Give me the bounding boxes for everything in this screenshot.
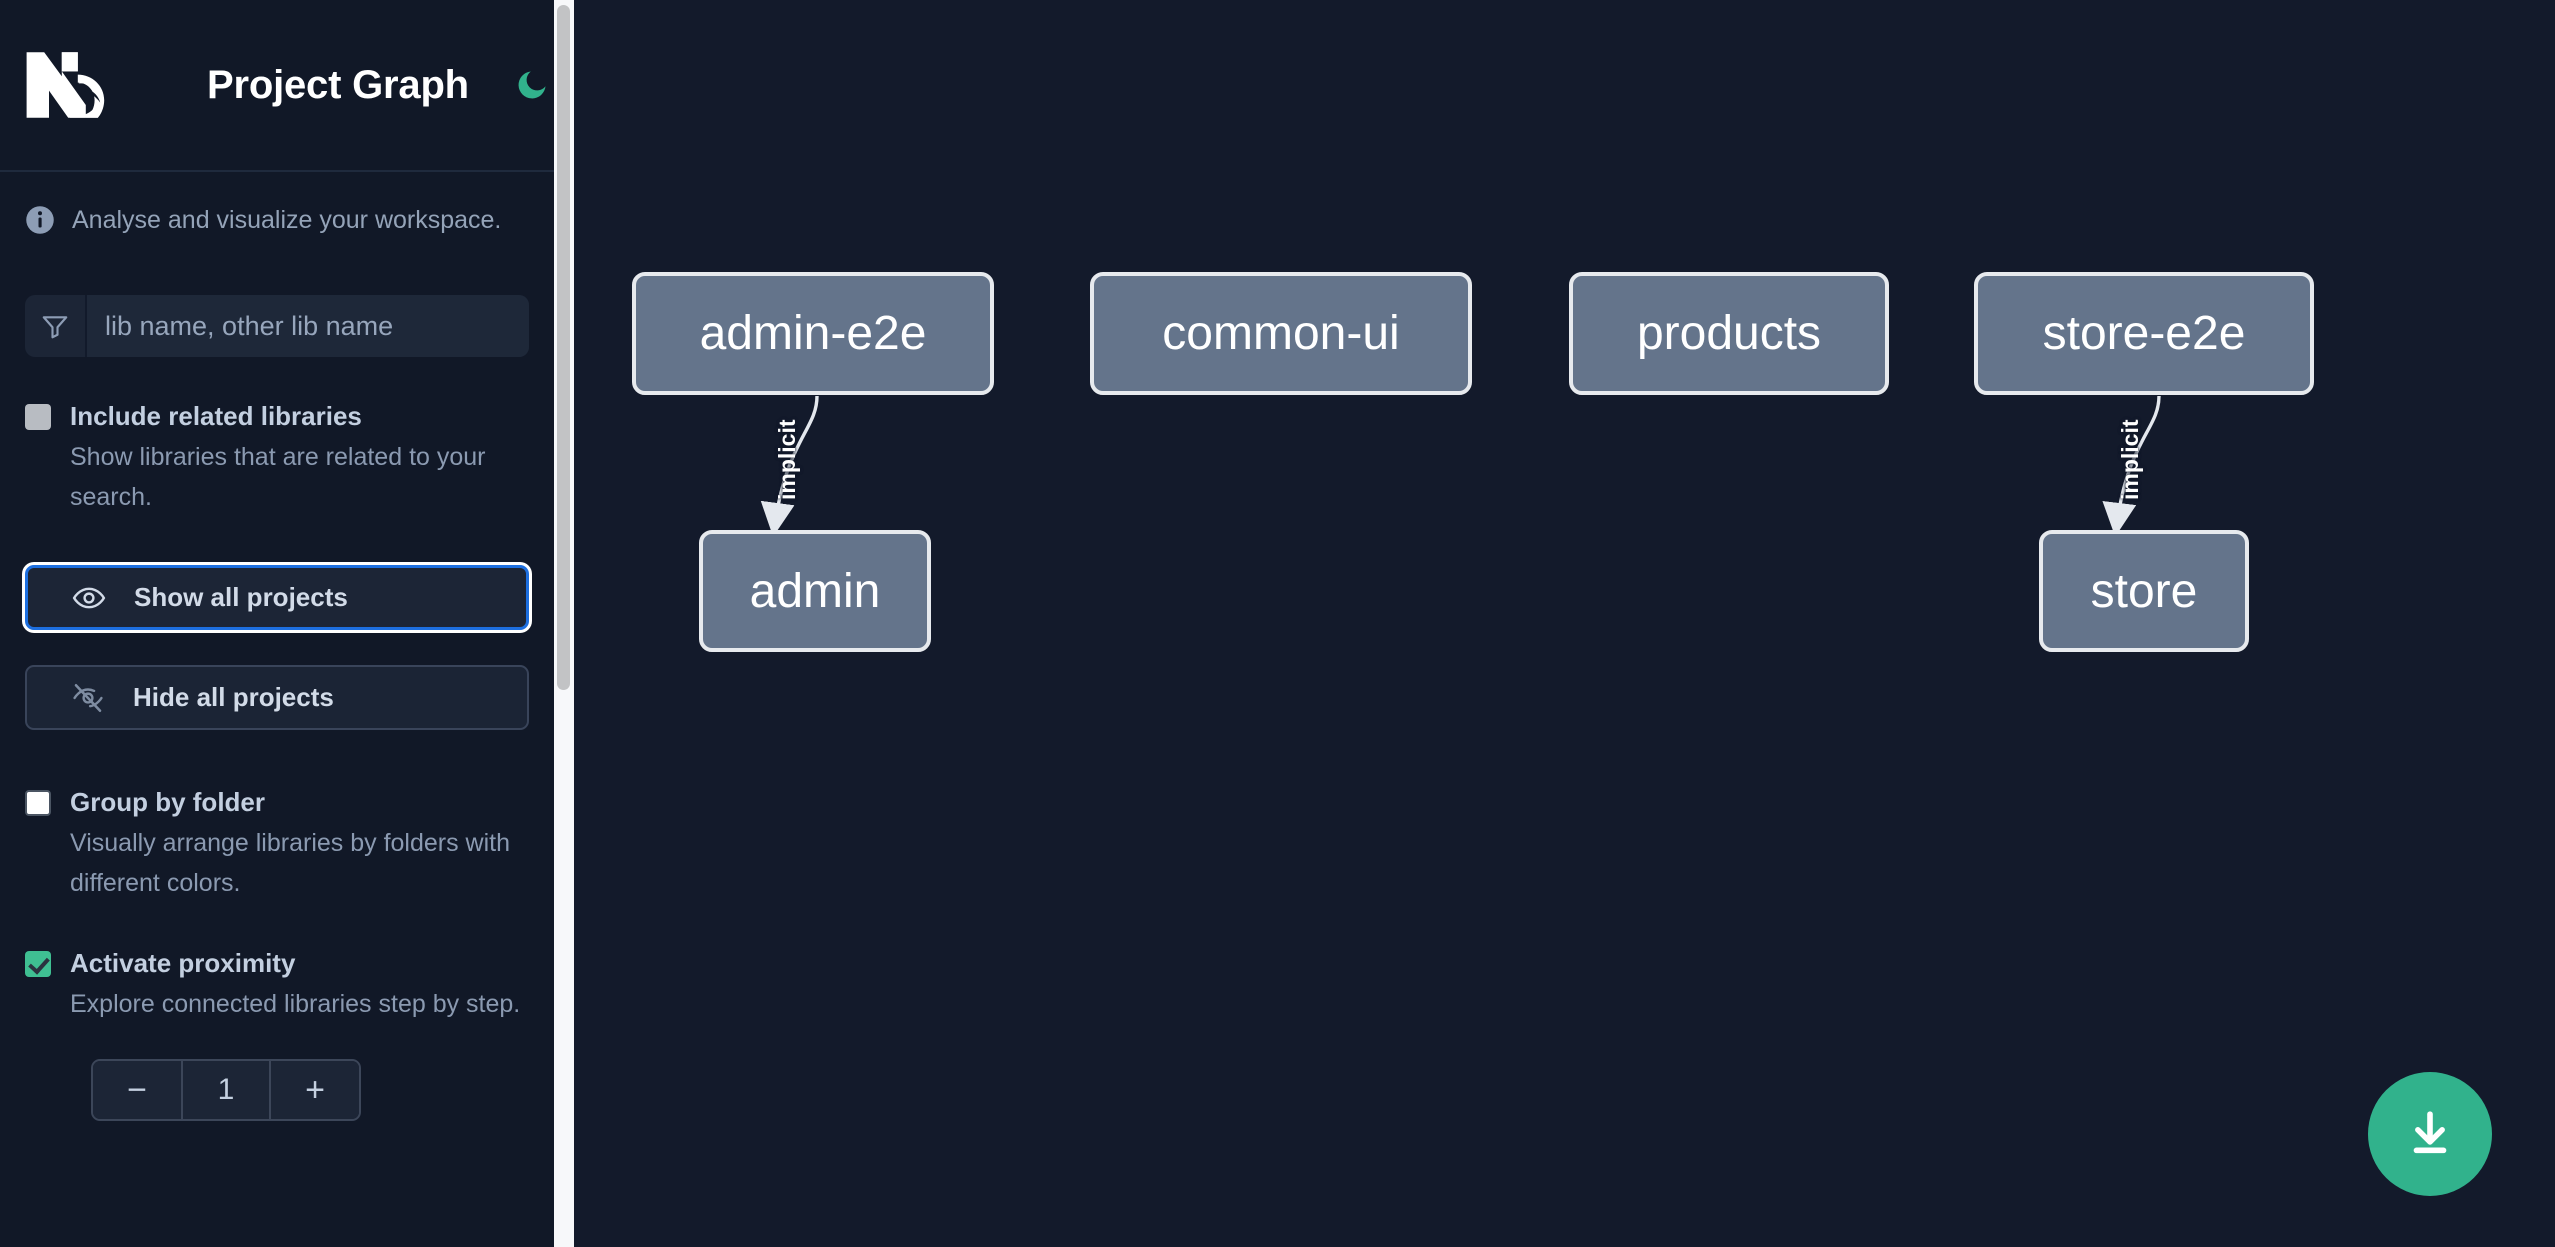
download-button[interactable]	[2368, 1072, 2492, 1196]
eye-off-icon	[73, 683, 103, 712]
option-include-related-libraries[interactable]: Include related libraries Show libraries…	[25, 399, 529, 517]
nx-logo-icon	[26, 52, 105, 118]
download-icon	[2413, 1111, 2447, 1154]
edge-label-store-implicit: implicit	[2117, 419, 2143, 500]
graph-node-admin-e2e[interactable]: admin-e2e	[632, 272, 994, 395]
proximity-decrement-button[interactable]: −	[93, 1061, 183, 1119]
graph-node-common-ui[interactable]: common-ui	[1090, 272, 1472, 395]
page-title: Project Graph	[207, 62, 469, 107]
workspace-info-text: Analyse and visualize your workspace.	[72, 205, 502, 234]
graph-node-store-e2e[interactable]: store-e2e	[1974, 272, 2314, 395]
show-all-projects-button[interactable]: Show all projects	[25, 565, 529, 630]
moon-icon[interactable]	[511, 64, 553, 106]
proximity-stepper[interactable]: − 1 +	[91, 1059, 361, 1121]
graph-node-store[interactable]: store	[2039, 530, 2249, 652]
graph-edges	[760, 395, 2161, 537]
hide-all-projects-label: Hide all projects	[133, 682, 334, 712]
group-by-folder-label: Group by folder	[70, 787, 265, 817]
sidebar-scrollbar-thumb[interactable]	[557, 5, 570, 690]
activate-proximity-label: Activate proximity	[70, 948, 296, 978]
include-related-libraries-label: Include related libraries	[70, 401, 362, 431]
option-group-by-folder[interactable]: Group by folder Visually arrange librari…	[25, 785, 529, 903]
filter-icon	[25, 295, 87, 357]
edge-label-admin-implicit: implicit	[774, 419, 800, 500]
eye-icon	[72, 587, 106, 608]
info-icon	[26, 206, 54, 234]
workspace-info: Analyse and visualize your workspace.	[25, 172, 529, 234]
sidebar: Project Graph Analyse and visualize your…	[0, 0, 554, 1247]
edge-store-e2e-to-store	[2102, 395, 2161, 537]
activate-proximity-checkbox[interactable]	[25, 951, 51, 977]
proximity-increment-button[interactable]: +	[269, 1061, 359, 1119]
graph-node-products[interactable]: products	[1569, 272, 1889, 395]
search-input[interactable]	[87, 295, 529, 357]
proximity-value: 1	[183, 1061, 269, 1119]
hide-all-projects-button[interactable]: Hide all projects	[25, 665, 529, 730]
graph-canvas[interactable]: admin-e2e common-ui products store-e2e a…	[574, 0, 2555, 1247]
include-related-libraries-description: Show libraries that are related to your …	[70, 443, 486, 511]
edge-admin-e2e-to-admin	[760, 395, 819, 537]
show-all-projects-label: Show all projects	[134, 582, 348, 612]
sidebar-body: Analyse and visualize your workspace. In…	[0, 172, 554, 1121]
graph-node-admin[interactable]: admin	[699, 530, 931, 652]
group-by-folder-description: Visually arrange libraries by folders wi…	[70, 829, 511, 897]
group-by-folder-checkbox[interactable]	[25, 790, 51, 816]
activate-proximity-description: Explore connected libraries step by step…	[70, 990, 521, 1018]
filter-box[interactable]	[25, 295, 529, 357]
sidebar-header: Project Graph	[0, 0, 554, 172]
include-related-libraries-checkbox[interactable]	[25, 404, 51, 430]
option-activate-proximity[interactable]: Activate proximity Explore connected lib…	[25, 946, 529, 1024]
